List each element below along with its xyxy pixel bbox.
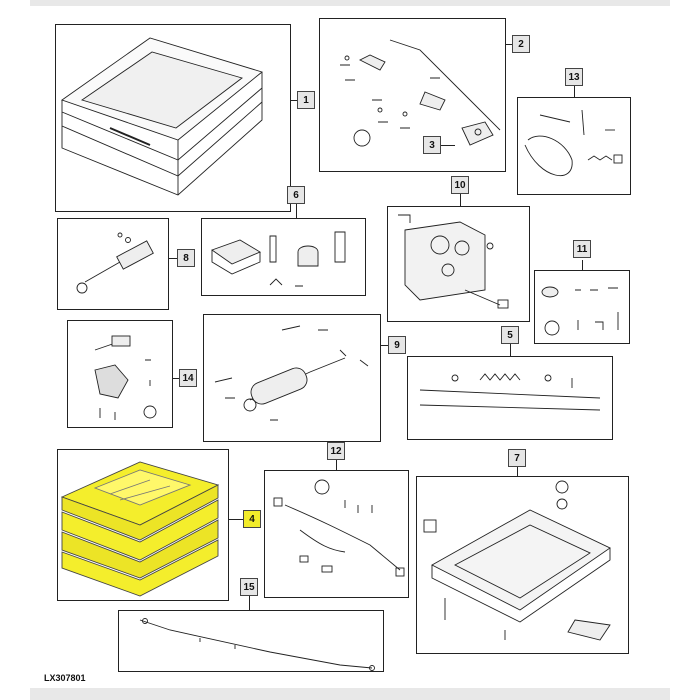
panel-11 — [534, 270, 630, 344]
cable-illustration — [139, 618, 375, 671]
panel-15 — [118, 610, 384, 672]
callout-9[interactable]: 9 — [388, 336, 406, 354]
callout-7[interactable]: 7 — [508, 449, 526, 467]
callout-1[interactable]: 1 — [297, 91, 315, 109]
callout-14[interactable]: 14 — [179, 369, 197, 387]
callout-15[interactable]: 15 — [240, 578, 258, 596]
callout-13[interactable]: 13 — [565, 68, 583, 86]
callout-2[interactable]: 2 — [512, 35, 530, 53]
panel-5 — [407, 356, 613, 440]
seat-frame-illustration — [61, 37, 263, 196]
callout-8[interactable]: 8 — [177, 249, 195, 267]
gas-strut-illustration — [76, 232, 154, 294]
callout-10[interactable]: 10 — [451, 176, 469, 194]
bumper-illustration — [211, 231, 346, 287]
adjuster-plate-illustration — [398, 214, 509, 309]
shock-illustration — [214, 325, 369, 421]
valve-illustration — [94, 335, 157, 420]
panel-2 — [319, 18, 506, 172]
callout-6[interactable]: 6 — [287, 186, 305, 204]
panel-12 — [264, 470, 409, 598]
harness-illustration — [273, 479, 405, 577]
callout-11[interactable]: 11 — [573, 240, 591, 258]
linkage-illustration — [340, 39, 501, 147]
document-id: LX307801 — [44, 673, 86, 683]
base-plate-illustration — [423, 480, 611, 641]
strap-illustration — [524, 109, 623, 177]
callout-12[interactable]: 12 — [327, 442, 345, 460]
rod-spring-illustration — [419, 373, 601, 411]
callout-4[interactable]: 4 — [243, 510, 261, 528]
panel-13 — [517, 97, 631, 195]
small-hardware-illustration — [541, 286, 619, 336]
callout-3[interactable]: 3 — [423, 136, 441, 154]
panel-8 — [57, 218, 169, 310]
bottom-band — [30, 688, 670, 700]
clip-illustration — [461, 121, 494, 146]
callout-5[interactable]: 5 — [501, 326, 519, 344]
bellows-illustration — [60, 461, 220, 597]
top-band — [30, 0, 670, 6]
